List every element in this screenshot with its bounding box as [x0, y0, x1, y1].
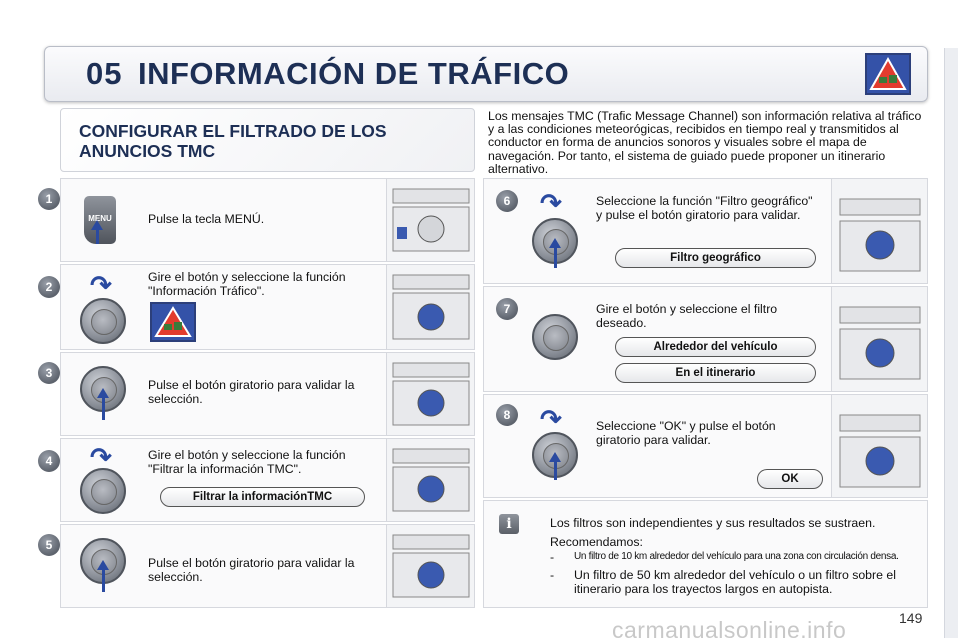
intro-paragraph: Los mensajes TMC (Trafic Message Channel…: [488, 109, 922, 176]
step-3: [60, 352, 475, 436]
step-instruction: Seleccione la función "Filtro geográfico…: [596, 194, 813, 222]
step-instruction: Pulse el botón giratorio para validar la…: [148, 378, 355, 406]
rotate-arrow-icon: ↷: [540, 188, 562, 218]
side-scrollbar[interactable]: [944, 48, 958, 638]
press-arrowhead-icon: [97, 560, 109, 570]
step-5: [60, 524, 475, 608]
rotary-knob-icon: [532, 314, 578, 360]
press-arrowhead-icon: [549, 452, 561, 462]
press-arrowhead-icon: [549, 238, 561, 248]
bullet-dash: -: [550, 568, 555, 582]
step-instruction: Pulse la tecla MENÚ.: [148, 212, 265, 226]
info-box: [483, 500, 928, 608]
radio-panel: [831, 179, 927, 283]
section-heading-box: [60, 108, 475, 172]
step-instruction: Pulse el botón giratorio para validar la…: [148, 556, 355, 584]
step-number: 2: [38, 276, 60, 298]
rotate-arrow-icon: ↷: [90, 442, 112, 472]
option-alrededor-vehiculo[interactable]: Alrededor del vehículo: [615, 337, 816, 357]
step-instruction: Gire el botón y seleccione la función "F…: [148, 448, 346, 476]
bullet-dash: -: [550, 550, 555, 564]
press-arrow-icon: [554, 246, 557, 268]
page-number: 149: [899, 610, 923, 626]
step-4: [60, 438, 475, 522]
step-number: 7: [496, 298, 518, 320]
step-instruction: Gire el botón y seleccione el filtro des…: [596, 302, 778, 330]
press-arrow-icon: [96, 226, 99, 244]
step-instruction: Seleccione "OK" y pulse el botón girator…: [596, 419, 776, 447]
chapter-header: [44, 46, 928, 102]
radio-panel: [386, 525, 474, 607]
step-number: 6: [496, 190, 518, 212]
press-arrow-icon: [102, 568, 105, 592]
radio-panel: [386, 439, 474, 521]
watermark: carmanualsonline.info: [612, 617, 847, 640]
section-title: CONFIGURAR EL FILTRADO DE LOS ANUNCIOS T…: [79, 121, 387, 161]
step-6: [483, 178, 928, 284]
press-arrow-icon: [102, 396, 105, 420]
step-number: 3: [38, 362, 60, 384]
radio-panel: [386, 265, 474, 349]
option-ok[interactable]: OK: [757, 469, 823, 489]
press-arrowhead-icon: [97, 388, 109, 398]
rotate-arrow-icon: ↷: [540, 404, 562, 434]
step-number: 4: [38, 450, 60, 472]
rotary-knob-icon: [80, 298, 126, 344]
step-number: 8: [496, 404, 518, 426]
info-bullet: Un filtro de 10 km alrededor del vehícul…: [574, 551, 899, 562]
radio-panel: [831, 287, 927, 391]
rotary-knob-icon: [80, 468, 126, 514]
radio-panel: [831, 395, 927, 497]
option-filtro-geografico[interactable]: Filtro geográfico: [615, 248, 816, 268]
press-arrow-icon: [554, 460, 557, 480]
info-icon: i: [499, 514, 519, 534]
chapter-number: 05: [86, 56, 123, 91]
option-filtrar-tmc[interactable]: Filtrar la informaciónTMC: [160, 487, 365, 507]
traffic-info-icon: [865, 53, 911, 95]
step-number: 5: [38, 534, 60, 556]
traffic-info-icon: [150, 302, 196, 342]
option-en-itinerario[interactable]: En el itinerario: [615, 363, 816, 383]
radio-panel: [386, 353, 474, 435]
step-2: [60, 264, 475, 350]
step-instruction: Gire el botón y seleccione la función "I…: [148, 270, 346, 298]
page-title: INFORMACIÓN DE TRÁFICO: [138, 56, 570, 91]
step-number: 1: [38, 188, 60, 210]
info-line: Los filtros son independientes y sus res…: [550, 516, 876, 530]
rotate-arrow-icon: ↷: [90, 270, 112, 300]
step-1: [60, 178, 475, 262]
info-bullet: Un filtro de 50 km alrededor del vehícul…: [574, 568, 896, 596]
radio-panel: [386, 179, 474, 261]
info-line: Recomendamos:: [550, 535, 643, 549]
press-arrowhead-icon: [91, 220, 103, 230]
